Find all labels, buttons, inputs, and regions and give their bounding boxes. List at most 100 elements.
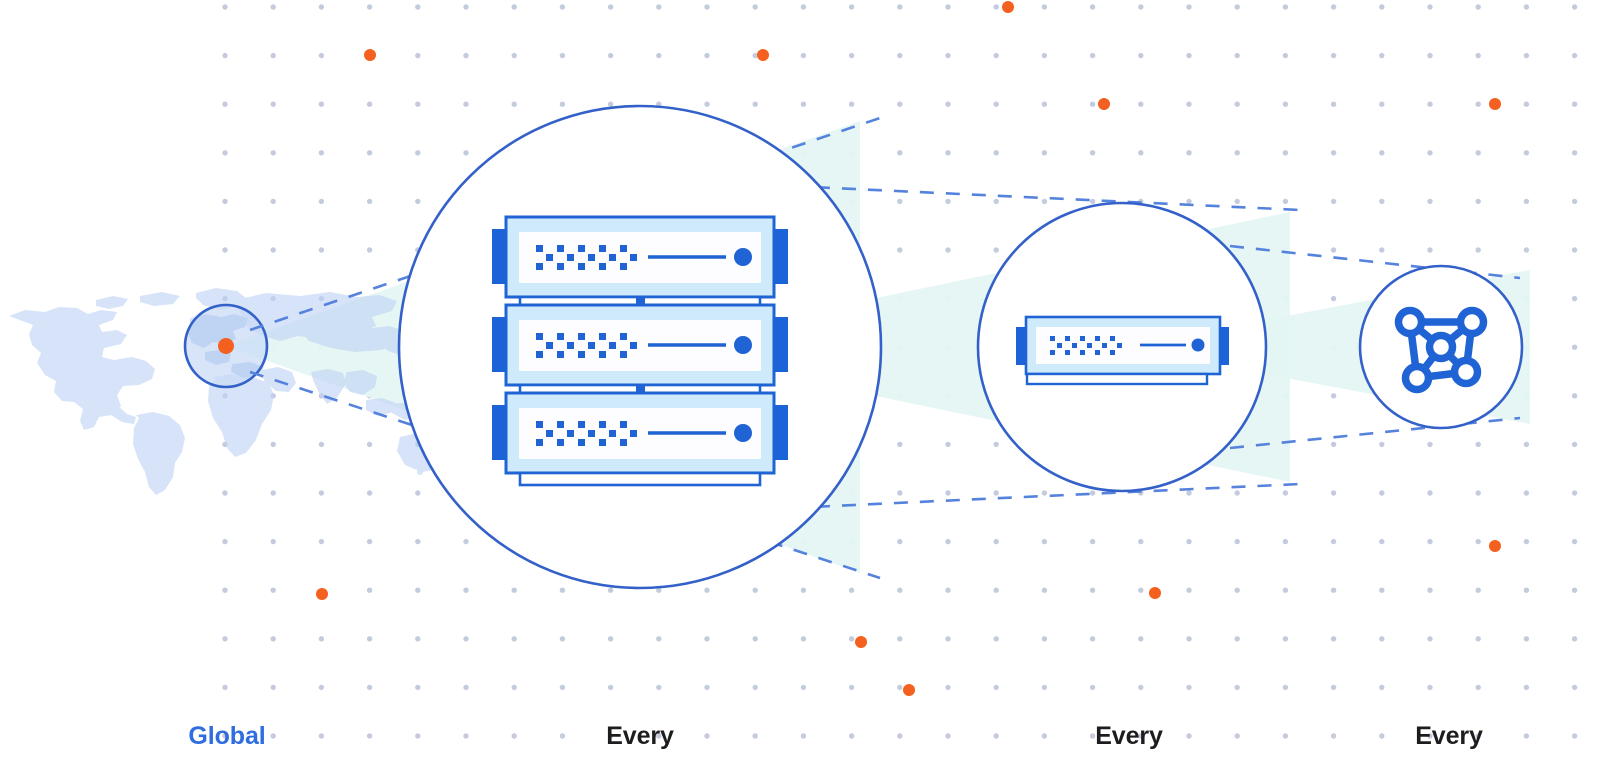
- grid-dot: [270, 587, 276, 593]
- grid-dot: [1330, 684, 1337, 691]
- grid-dot: [1330, 295, 1337, 302]
- grid-dot: [270, 52, 276, 59]
- grid-dot: [993, 52, 999, 59]
- accent-orange-dots: [316, 1, 1501, 696]
- single-server-plinth: [1025, 372, 1209, 386]
- grid-dot: [1282, 684, 1289, 691]
- grid-dot: [800, 587, 807, 593]
- grid-dot: [1041, 538, 1048, 545]
- accent-orange-dot: [316, 588, 328, 600]
- server-status-led-1: [734, 248, 752, 266]
- grid-dot: [1234, 4, 1240, 10]
- grid-dot: [1282, 733, 1289, 739]
- grid-dot: [704, 587, 710, 593]
- grid-dot: [1089, 4, 1096, 10]
- grid-dot: [222, 4, 228, 10]
- stage-label-service-line1: Every: [1415, 722, 1483, 750]
- grid-dot: [559, 4, 566, 10]
- grid-dot: [1138, 4, 1144, 10]
- grid-dot: [1186, 538, 1192, 545]
- grid-dot: [848, 101, 855, 107]
- grid-dot: [1523, 490, 1530, 496]
- grid-dot: [993, 101, 999, 107]
- grid-dot: [318, 538, 325, 545]
- grid-dot: [415, 4, 421, 10]
- grid-dot: [1282, 490, 1289, 496]
- grid-dot: [559, 733, 566, 739]
- grid-dot: [1475, 684, 1481, 691]
- grid-dot: [1379, 636, 1385, 642]
- grid-dot: [318, 101, 325, 107]
- grid-dot: [945, 150, 951, 156]
- grid-dot: [1089, 733, 1096, 739]
- grid-dot: [1186, 684, 1192, 691]
- grid-dot: [1571, 587, 1578, 593]
- grid-dot: [1041, 636, 1048, 642]
- grid-dot: [1330, 587, 1337, 593]
- grid-dot: [366, 4, 373, 10]
- grid-dot: [1427, 198, 1433, 205]
- grid-dot: [848, 4, 855, 10]
- grid-dot: [222, 101, 228, 107]
- grid-dot: [366, 538, 373, 545]
- grid-dot: [752, 587, 758, 593]
- grid-dot: [993, 441, 999, 448]
- grid-dot: [1041, 101, 1048, 107]
- grid-dot: [270, 150, 276, 156]
- grid-dot: [559, 587, 566, 593]
- grid-dot: [511, 587, 517, 593]
- grid-dot: [1379, 247, 1385, 253]
- grid-dot: [270, 198, 276, 205]
- grid-dot: [607, 4, 614, 10]
- grid-dot: [993, 4, 999, 10]
- grid-dot: [415, 198, 421, 205]
- grid-dot: [1523, 684, 1530, 691]
- grid-dot: [415, 538, 421, 545]
- grid-dot: [800, 52, 807, 59]
- grid-dot: [1571, 344, 1578, 350]
- grid-dot: [1330, 441, 1337, 448]
- grid-dot: [1330, 4, 1337, 10]
- grid-dot: [415, 684, 421, 691]
- grid-dot: [1571, 52, 1578, 59]
- grid-dot: [704, 684, 710, 691]
- grid-dot: [463, 636, 469, 642]
- grid-dot: [1234, 198, 1240, 205]
- grid-dot: [318, 490, 325, 496]
- grid-dot: [1523, 441, 1530, 448]
- rack-connector-1: [636, 297, 645, 306]
- grid-dot: [1089, 52, 1096, 59]
- grid-dot: [270, 441, 276, 448]
- grid-dot: [897, 538, 903, 545]
- grid-dot: [1330, 247, 1337, 253]
- grid-dot: [270, 490, 276, 496]
- grid-dot: [1234, 684, 1240, 691]
- grid-dot: [1475, 490, 1481, 496]
- grid-dot: [945, 684, 951, 691]
- grid-dot: [945, 198, 951, 205]
- grid-dot: [656, 733, 662, 739]
- stage-label-service: Every service: [1349, 668, 1549, 782]
- dash-dc-server-top: [789, 184, 1301, 212]
- grid-dot: [1475, 587, 1481, 593]
- grid-dot: [366, 198, 373, 205]
- map-location-marker-dot: [218, 338, 234, 354]
- grid-dot: [1523, 636, 1530, 642]
- grid-dot: [1330, 52, 1337, 59]
- grid-dot: [945, 587, 951, 593]
- grid-dot: [945, 636, 951, 642]
- grid-dot: [270, 538, 276, 545]
- grid-dot: [222, 490, 228, 496]
- grid-dot: [1186, 733, 1192, 739]
- grid-dot: [1379, 490, 1385, 496]
- grid-dot: [1475, 733, 1481, 739]
- grid-dot: [222, 587, 228, 593]
- grid-dot: [1427, 4, 1433, 10]
- grid-dot: [1186, 4, 1192, 10]
- grid-dot: [1138, 684, 1144, 691]
- grid-dot: [848, 52, 855, 59]
- grid-dot: [1330, 636, 1337, 642]
- grid-dot: [945, 101, 951, 107]
